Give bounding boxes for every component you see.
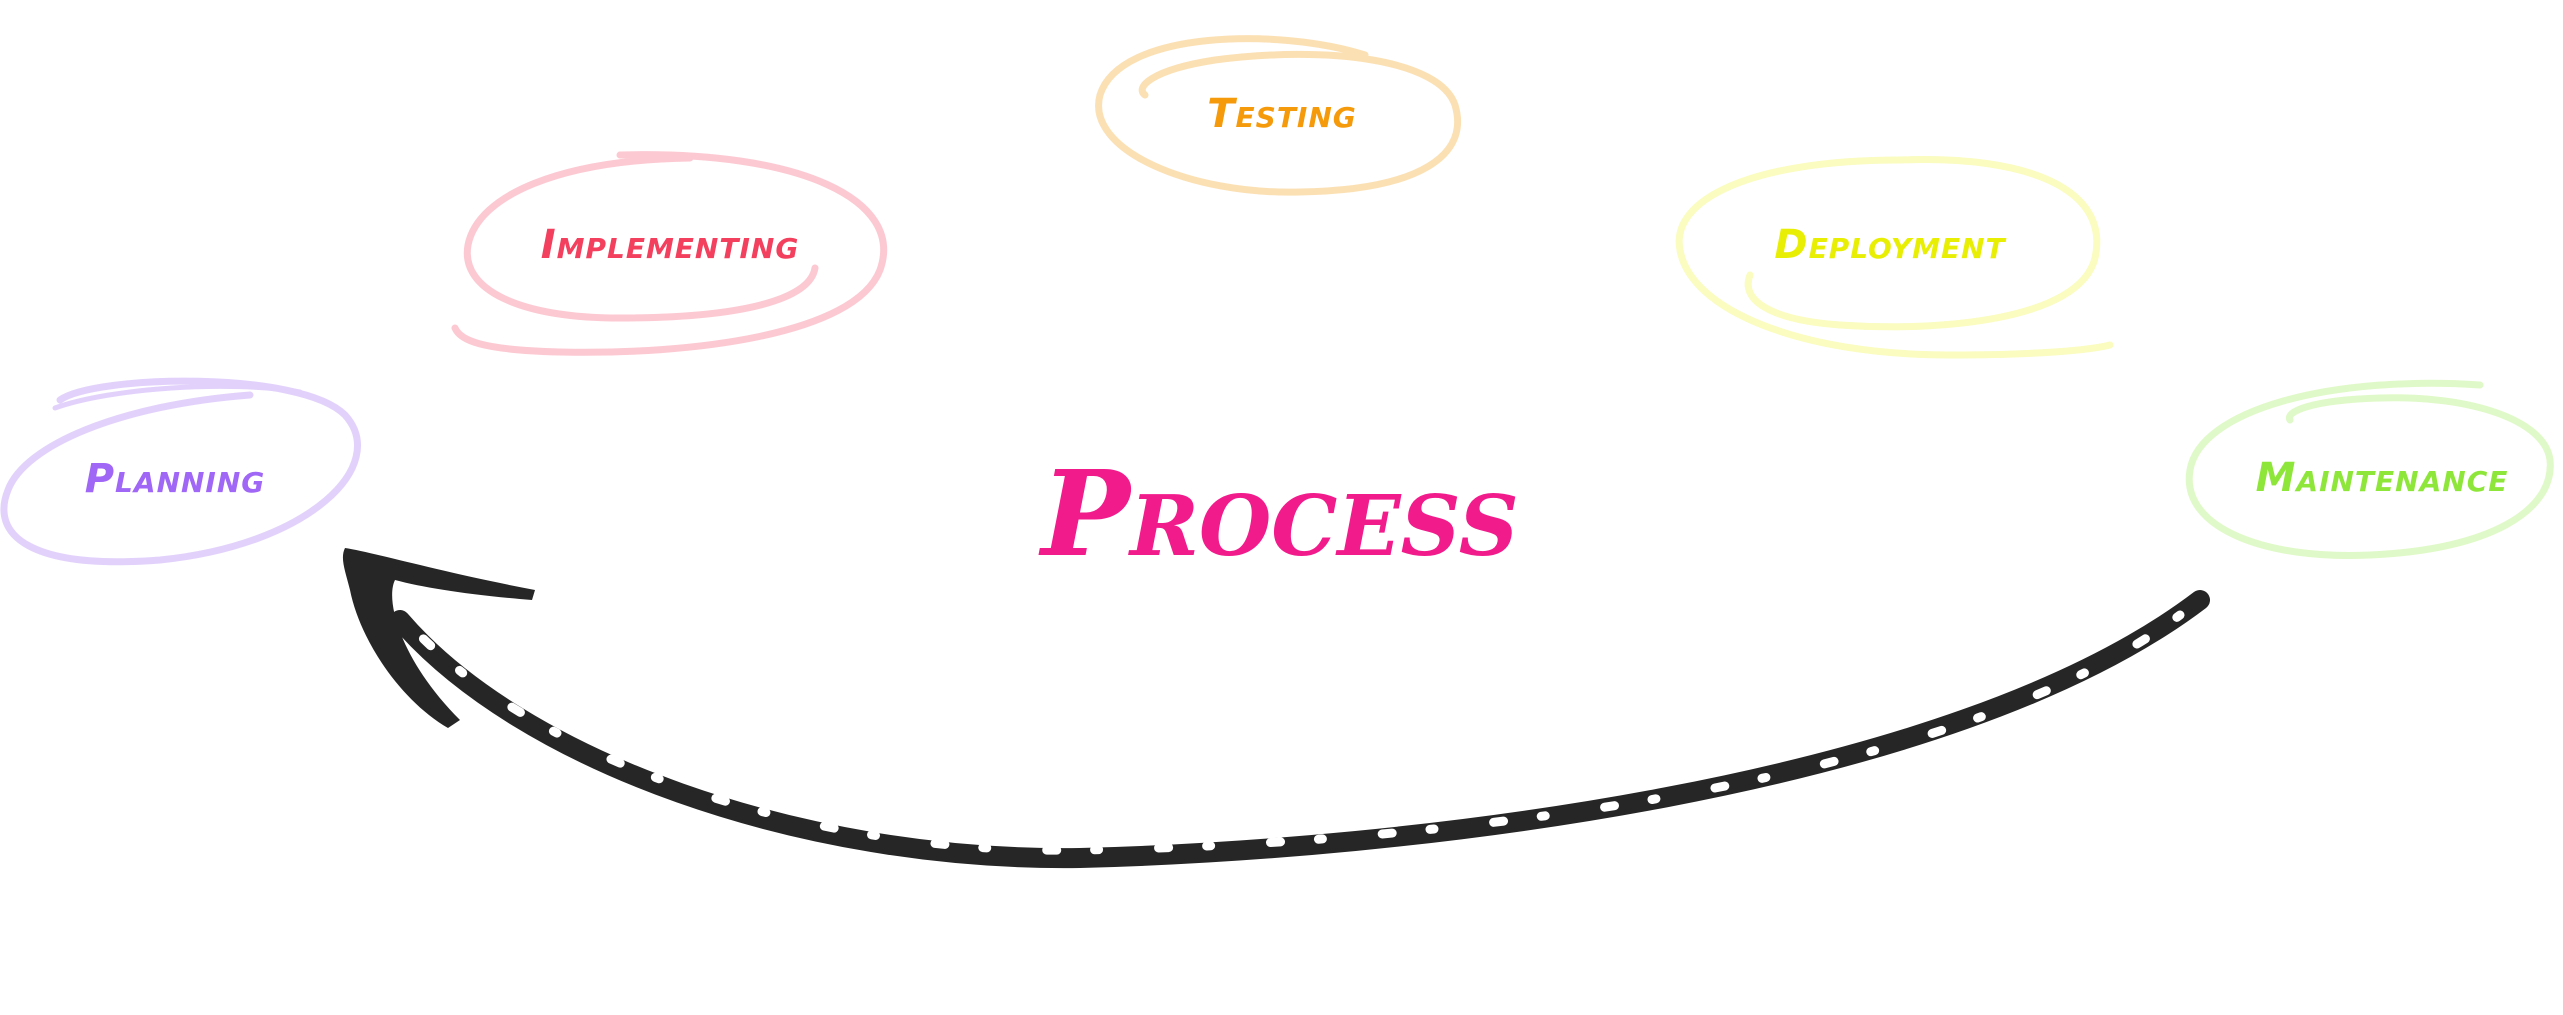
stage-planning-label: Planning: [85, 456, 266, 502]
stage-deployment-ring: [1744, 156, 2101, 331]
center-title: Process: [1038, 444, 1518, 583]
stage-maintenance-label: Maintenance: [2256, 455, 2509, 501]
stage-maintenance: Maintenance: [2185, 379, 2554, 560]
stage-planning-ring-stroke: [52, 383, 303, 411]
cycle-arrow: [342, 548, 2210, 869]
stage-testing-label: Testing: [1207, 91, 1357, 137]
stage-implementing-ring: [451, 151, 888, 356]
stage-testing-ring: [1095, 35, 1462, 196]
stage-implementing: Implementing: [451, 151, 888, 356]
stage-planning: Planning: [0, 377, 361, 566]
stage-deployment-ring-outer: [1675, 156, 2114, 359]
stage-implementing-label: Implementing: [541, 222, 800, 268]
stage-implementing-ring-inner: [463, 154, 819, 322]
stage-testing: Testing: [1095, 35, 1462, 196]
cycle-arrow-head: [342, 548, 535, 728]
cycle-arrow-curve: [390, 590, 2210, 869]
stage-deployment-label: Deployment: [1774, 222, 2006, 268]
stage-deployment: Deployment: [1675, 156, 2114, 359]
stage-maintenance-ring: [2185, 379, 2554, 560]
